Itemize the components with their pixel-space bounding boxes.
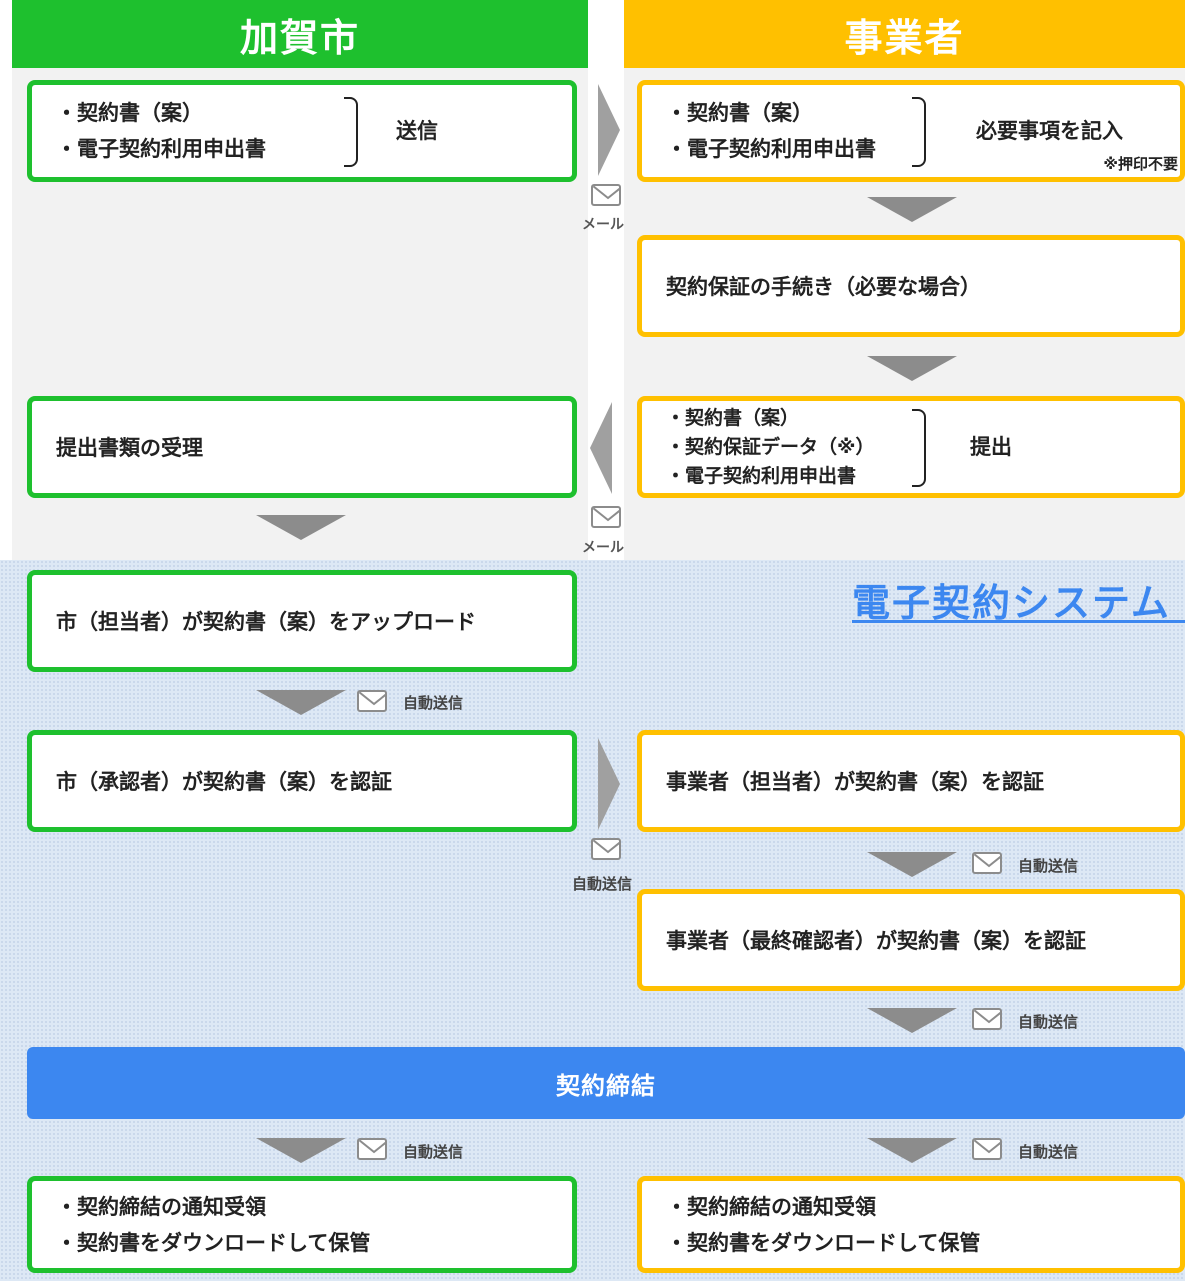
arrow-left — [590, 402, 612, 494]
business-final-notice: ・契約締結の通知受領 — [666, 1194, 876, 1219]
business-final-download: ・契約書をダウンロードして保管 — [666, 1230, 981, 1255]
city-final-box: ・契約締結の通知受領 ・契約書をダウンロードして保管 — [27, 1176, 577, 1273]
fill-item-contract: ・契約書（案） — [666, 101, 813, 125]
arrow-down — [867, 197, 957, 222]
city-upload-box: 市（担当者）が契約書（案）をアップロード — [27, 570, 577, 672]
arrow-down — [256, 515, 346, 540]
auto-send-label: 自動送信 — [1018, 1143, 1079, 1161]
auto-send-label: 自動送信 — [1018, 1013, 1079, 1031]
receive-text: 提出書類の受理 — [56, 436, 203, 460]
arrow-right — [598, 84, 620, 176]
auto-send-label: 自動送信 — [403, 1143, 464, 1161]
auth-final-text: 事業者（最終確認者）が契約書（案）を認証 — [666, 929, 1086, 953]
submit-item-contract: ・契約書（案） — [666, 406, 800, 429]
business-fill-box: ・契約書（案） ・電子契約利用申出書 必要事項を記入 ※押印不要 — [637, 80, 1185, 182]
arrow-down — [256, 1138, 346, 1163]
auto-send-label: 自動送信 — [1018, 857, 1079, 875]
mail-icon — [591, 838, 621, 860]
auto-send-label: 自動送信 — [572, 875, 633, 893]
system-title-underline — [852, 620, 1185, 623]
mail-icon — [591, 184, 621, 206]
city-receive-box: 提出書類の受理 — [27, 396, 577, 498]
business-auth-final-box: 事業者（最終確認者）が契約書（案）を認証 — [637, 889, 1185, 991]
city-send-box: ・契約書（案） ・電子契約利用申出書 送信 — [27, 80, 577, 182]
brace — [912, 409, 926, 487]
auto-send-label: 自動送信 — [403, 694, 464, 712]
arrow-down — [256, 690, 346, 715]
arrow-right — [598, 738, 620, 830]
city-approve-box: 市（承認者）が契約書（案）を認証 — [27, 730, 577, 832]
business-final-box: ・契約締結の通知受領 ・契約書をダウンロードして保管 — [637, 1176, 1185, 1273]
mail-icon — [972, 1008, 1002, 1030]
send-item-application: ・電子契約利用申出書 — [56, 137, 266, 161]
city-final-download: ・契約書をダウンロードして保管 — [56, 1230, 371, 1255]
submit-item-guarantee: ・契約保証データ（※） — [666, 435, 875, 458]
arrow-down — [867, 1138, 957, 1163]
system-title: 電子契約システム — [852, 581, 1171, 625]
arrow-down — [867, 1008, 957, 1033]
fill-label: 必要事項を記入 — [976, 119, 1123, 143]
mail-icon — [591, 506, 621, 528]
business-auth-staff-box: 事業者（担当者）が契約書（案）を認証 — [637, 730, 1185, 832]
contract-conclusion-bar: 契約締結 — [27, 1047, 1185, 1119]
guarantee-text: 契約保証の手続き（必要な場合） — [666, 275, 981, 299]
mail-icon — [357, 690, 387, 712]
mail-icon — [972, 852, 1002, 874]
city-final-notice: ・契約締結の通知受領 — [56, 1194, 266, 1219]
submit-label: 提出 — [970, 434, 1012, 459]
send-item-contract: ・契約書（案） — [56, 101, 203, 125]
guarantee-box: 契約保証の手続き（必要な場合） — [637, 235, 1185, 337]
fill-item-application: ・電子契約利用申出書 — [666, 137, 876, 161]
brace — [344, 97, 358, 167]
send-label: 送信 — [396, 119, 438, 143]
mail-icon — [357, 1138, 387, 1160]
fill-note: ※押印不要 — [1103, 155, 1178, 173]
city-header: 加賀市 — [12, 0, 588, 68]
mail-label: メール — [582, 217, 624, 233]
mail-icon — [972, 1138, 1002, 1160]
arrow-down — [867, 852, 957, 877]
approve-text: 市（承認者）が契約書（案）を認証 — [56, 770, 392, 794]
mail-label: メール — [582, 540, 624, 556]
auth-staff-text: 事業者（担当者）が契約書（案）を認証 — [666, 770, 1044, 794]
brace — [912, 97, 926, 167]
submit-item-application: ・電子契約利用申出書 — [666, 464, 857, 487]
business-header: 事業者 — [624, 0, 1185, 68]
business-submit-box: ・契約書（案） ・契約保証データ（※） ・電子契約利用申出書 提出 — [637, 396, 1185, 498]
arrow-down — [867, 356, 957, 381]
upload-text: 市（担当者）が契約書（案）をアップロード — [56, 610, 476, 634]
